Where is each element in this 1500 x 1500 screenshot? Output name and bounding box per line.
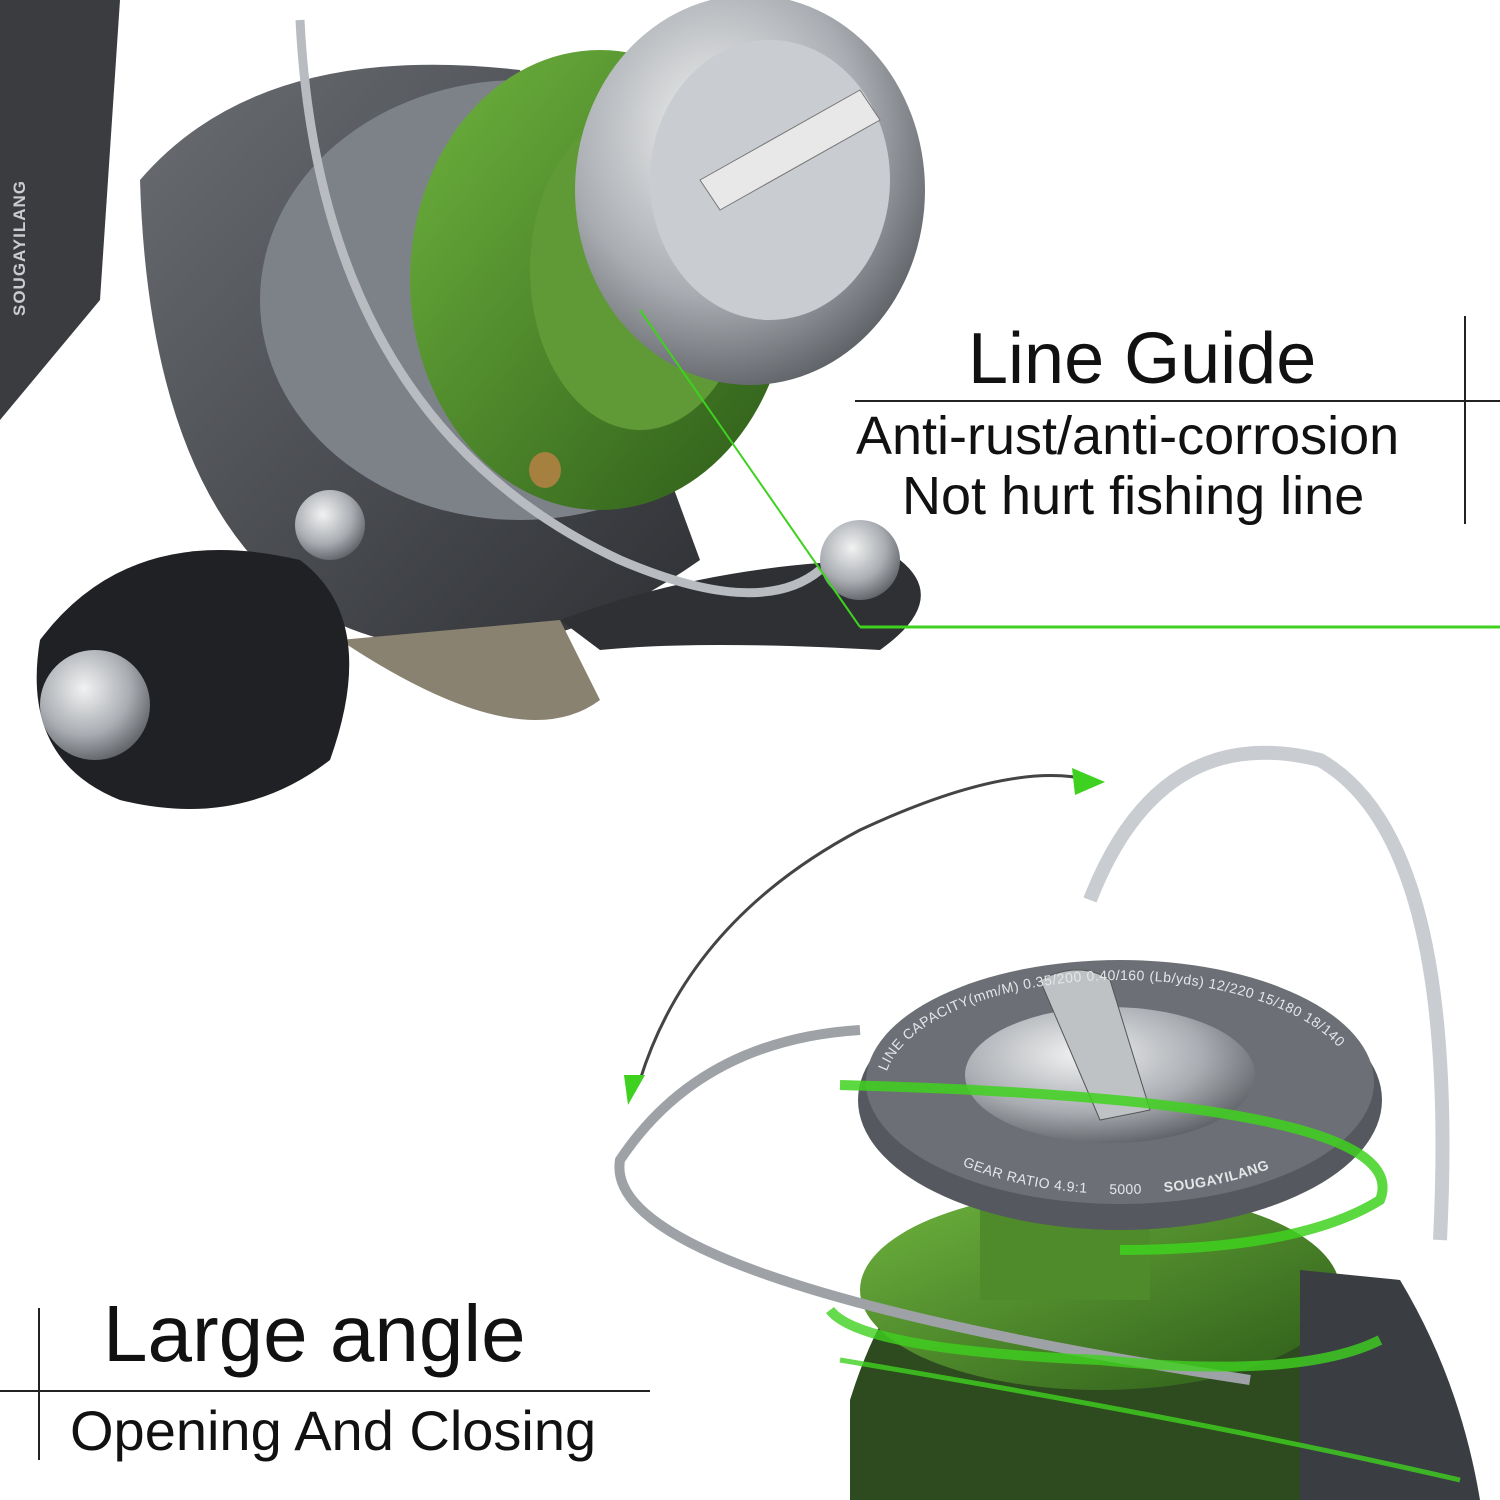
feature-line: Not hurt fishing line: [902, 466, 1365, 526]
feature-line: Anti-rust/anti-corrosion: [856, 406, 1400, 466]
arrow-down-icon: [624, 1075, 645, 1105]
feature-title-line-guide: Line Guide: [968, 319, 1317, 399]
bottom-reel: LINE CAPACITY(mm/M) 0.35/200 0.40/160 (L…: [614, 745, 1480, 1500]
divider: [38, 1308, 40, 1460]
reel-body-brand: SOUGAYILANG: [10, 179, 30, 317]
model-marking: 5000: [1109, 1181, 1142, 1197]
feature-subtitle: Opening And Closing: [70, 1399, 597, 1462]
top-reel: [0, 0, 1500, 809]
divider: [1464, 316, 1466, 524]
divider: [855, 400, 1500, 402]
divider: [0, 1390, 650, 1392]
feature-title-large-angle: Large angle: [103, 1289, 526, 1378]
arrow-right-icon: [1072, 768, 1105, 795]
